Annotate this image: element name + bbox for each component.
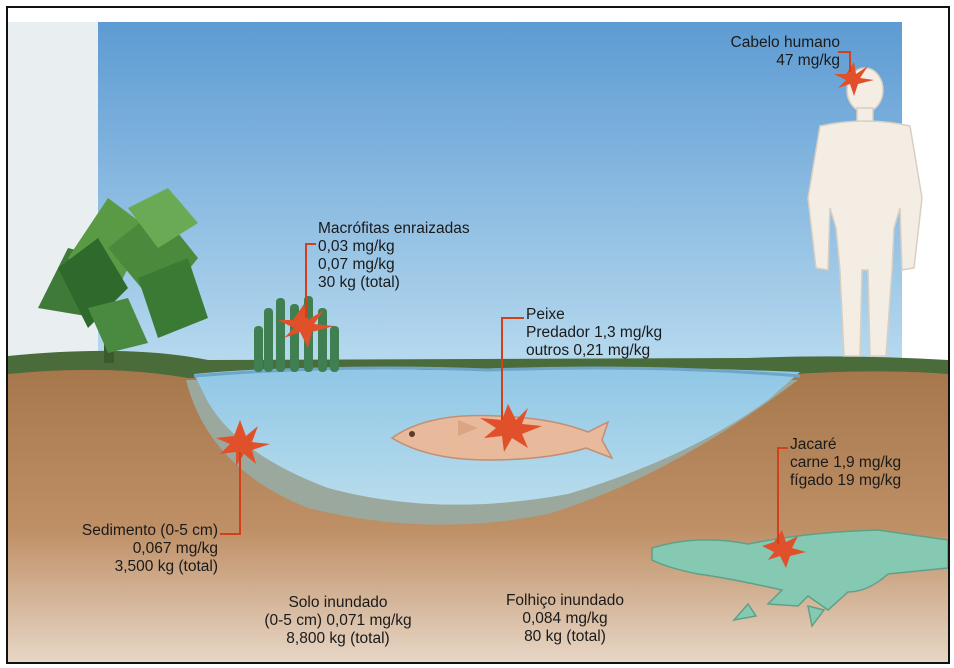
- label-alligator-line1: carne 1,9 mg/kg: [790, 454, 901, 472]
- label-fish: Peixe Predador 1,3 mg/kg outros 0,21 mg/…: [526, 306, 662, 360]
- label-alligator-line2: fígado 19 mg/kg: [790, 472, 901, 490]
- label-hair-value: 47 mg/kg: [624, 52, 840, 70]
- label-fish-line1: Predador 1,3 mg/kg: [526, 324, 662, 342]
- sky: [92, 22, 902, 372]
- label-macrophytes: Macrófitas enraizadas 0,03 mg/kg 0,07 mg…: [318, 220, 470, 292]
- label-macrophytes-title: Macrófitas enraizadas: [318, 220, 470, 238]
- label-soil-line2: 8,800 kg (total): [238, 630, 438, 648]
- label-sediment-line1: 0,067 mg/kg: [28, 540, 218, 558]
- label-sediment-title: Sedimento (0-5 cm): [28, 522, 218, 540]
- label-litter: Folhiço inundado 0,084 mg/kg 80 kg (tota…: [482, 592, 648, 646]
- label-fish-title: Peixe: [526, 306, 662, 324]
- label-alligator-title: Jacaré: [790, 436, 901, 454]
- label-hair-title: Cabelo humano: [624, 34, 840, 52]
- label-alligator: Jacaré carne 1,9 mg/kg fígado 19 mg/kg: [790, 436, 901, 490]
- label-macrophytes-line1: 0,03 mg/kg: [318, 238, 470, 256]
- label-hair: Cabelo humano 47 mg/kg: [624, 34, 840, 70]
- label-sediment: Sedimento (0-5 cm) 0,067 mg/kg 3,500 kg …: [28, 522, 218, 576]
- diagram-frame: Cabelo humano 47 mg/kg Macrófitas enraiz…: [6, 6, 950, 664]
- label-sediment-line2: 3,500 kg (total): [28, 558, 218, 576]
- label-litter-line1: 0,084 mg/kg: [482, 610, 648, 628]
- label-soil-title: Solo inundado: [238, 594, 438, 612]
- label-litter-title: Folhiço inundado: [482, 592, 648, 610]
- label-macrophytes-line2: 0,07 mg/kg: [318, 256, 470, 274]
- label-litter-line2: 80 kg (total): [482, 628, 648, 646]
- label-fish-line2: outros 0,21 mg/kg: [526, 342, 662, 360]
- label-soil: Solo inundado (0-5 cm) 0,071 mg/kg 8,800…: [238, 594, 438, 648]
- label-soil-line1: (0-5 cm) 0,071 mg/kg: [238, 612, 438, 630]
- label-macrophytes-line3: 30 kg (total): [318, 274, 470, 292]
